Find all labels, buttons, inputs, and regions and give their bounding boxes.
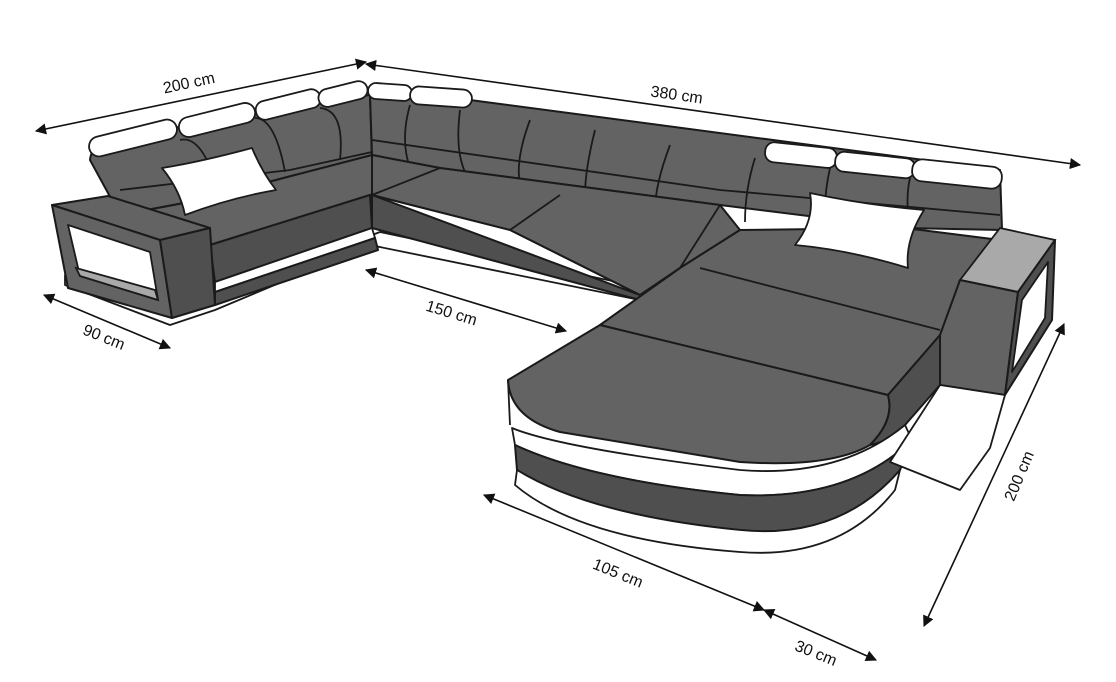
dim-back-length-line [364, 59, 1082, 170]
dim-left-length-label: 200 cm [162, 70, 217, 98]
left-pillow [161, 147, 277, 216]
dim-armrest-width-line [762, 608, 878, 662]
dim-right-length-line [923, 322, 1065, 628]
dim-back-length-label: 380 cm [649, 83, 703, 107]
middle-seat-seams [371, 167, 721, 296]
dim-left-depth-line [42, 293, 172, 350]
sofa-illustration [51, 80, 1057, 554]
corner-headrest-1 [367, 82, 413, 102]
dim-right-length-label: 200 cm [1002, 449, 1038, 504]
left-armrest-side [159, 227, 216, 319]
dim-left-length-line [34, 58, 368, 135]
corner-headrest-2 [409, 85, 473, 109]
dim-chaise-width-line [482, 493, 766, 612]
right-pillow [794, 192, 925, 269]
dim-inner-width-line [364, 267, 568, 334]
dim-chaise-width-label: 105 cm [590, 556, 645, 591]
dim-armrest-width-label: 30 cm [792, 638, 839, 670]
chaise-seams [507, 267, 941, 426]
